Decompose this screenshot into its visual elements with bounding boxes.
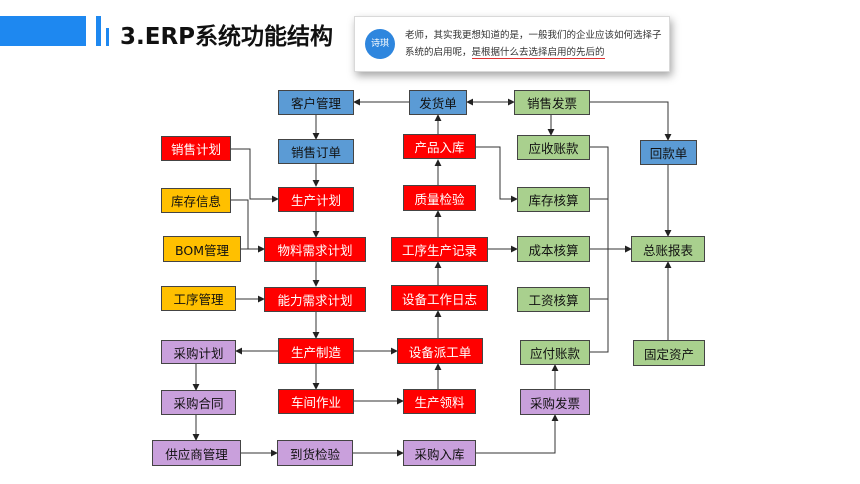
node-general-ledger: 总账报表	[631, 236, 705, 262]
title-accent-line	[96, 16, 101, 46]
node-purchase-inbound: 采购入库	[403, 440, 476, 466]
node-delivery-note: 发货单	[409, 90, 467, 115]
node-cost-accounting: 成本核算	[517, 236, 590, 262]
node-crp: 能力需求计划	[264, 287, 366, 312]
node-purchase-contract: 采购合同	[161, 390, 236, 415]
node-ap: 应付账款	[520, 340, 590, 365]
title-accent-line-short	[106, 28, 109, 46]
node-material-requisition: 生产领料	[403, 389, 476, 414]
node-customer-mgmt: 客户管理	[278, 90, 354, 115]
edge-inbound-to-pinvoice	[476, 414, 559, 454]
node-ar: 应收账款	[517, 135, 590, 160]
node-inventory-accounting: 库存核算	[517, 187, 590, 212]
comment-text: 老师，其实我更想知道的是，一般我们的企业应该如何选择子系统的启用呢，是根据什么去…	[405, 27, 663, 61]
node-bom-mgmt: BOM管理	[163, 236, 241, 262]
node-product-inbound: 产品入库	[403, 134, 476, 159]
avatar: 诗琪	[365, 29, 395, 59]
node-supplier-mgmt: 供应商管理	[152, 440, 241, 466]
node-manufacturing: 生产制造	[278, 338, 354, 364]
node-payment-receipt: 回款单	[640, 140, 697, 165]
edge-ap-to-ledger	[590, 249, 609, 353]
node-shop-operation: 车间作业	[278, 389, 354, 414]
node-fixed-assets: 固定资产	[633, 340, 705, 366]
node-mrp: 物料需求计划	[264, 237, 366, 262]
node-process-mgmt: 工序管理	[161, 286, 236, 311]
edge-ar-to-ledger	[590, 146, 632, 253]
node-sales-invoice: 销售发票	[514, 90, 590, 115]
node-arrival-inspection: 到货检验	[277, 440, 353, 466]
comment-text-highlight: 是根据什么去选择启用的先后的	[471, 47, 605, 59]
slide-title: 3.ERP系统功能结构	[120, 24, 334, 50]
node-equipment-dispatch: 设备派工单	[397, 338, 483, 364]
edge-salesplan-to-prodplan	[231, 148, 279, 203]
node-quality-check: 质量检验	[403, 185, 476, 211]
node-sales-plan: 销售计划	[161, 136, 231, 161]
title-accent-bar	[0, 16, 86, 46]
node-sales-order: 销售订单	[278, 139, 354, 164]
node-purchase-invoice: 采购发票	[520, 389, 590, 415]
comment-card: 诗琪 老师，其实我更想知道的是，一般我们的企业应该如何选择子系统的启用呢，是根据…	[354, 16, 670, 72]
node-purchase-plan: 采购计划	[161, 340, 236, 364]
node-production-plan: 生产计划	[278, 187, 354, 212]
edge-product-to-invacct	[476, 146, 518, 203]
edge-invoice-to-receipt	[590, 101, 672, 141]
node-equipment-log: 设备工作日志	[391, 285, 488, 311]
comment-text-plain: 老师，其实我更想知道的是，一般我们的企业应该如何选择子系统的启用呢，	[405, 30, 662, 58]
node-inventory-info: 库存信息	[161, 188, 231, 213]
node-process-record: 工序生产记录	[391, 237, 488, 262]
node-wage-accounting: 工资核算	[517, 287, 590, 312]
